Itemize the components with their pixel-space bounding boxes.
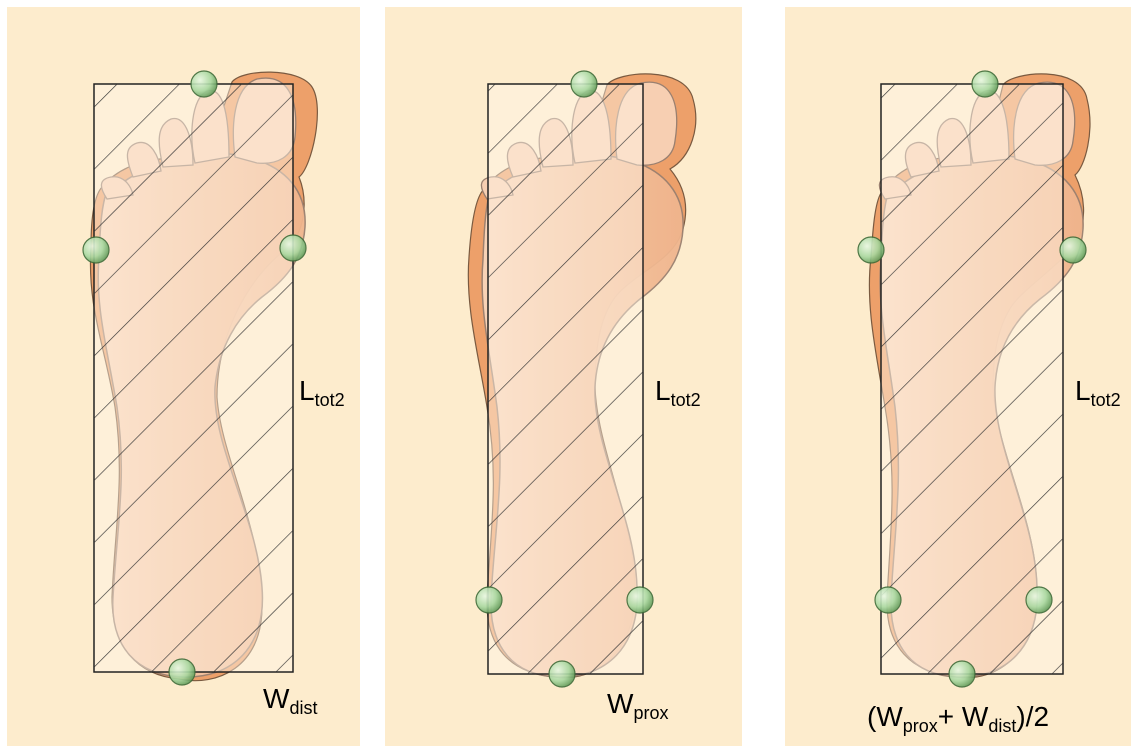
length-label: Ltot2 — [299, 377, 345, 405]
panel-proximal-width: Ltot2 Wprox — [385, 7, 742, 746]
landmark-toe-tip — [191, 71, 217, 97]
landmark-heel — [169, 659, 195, 685]
width-label: Wprox — [607, 690, 668, 718]
length-label: Ltot2 — [655, 377, 701, 405]
landmark-heel — [949, 661, 975, 687]
hatch-pattern — [94, 84, 293, 672]
landmark-medial-heel — [476, 587, 502, 613]
landmark-lateral-met — [1060, 237, 1086, 263]
landmark-lateral-heel — [627, 587, 653, 613]
landmark-lateral-met — [280, 235, 306, 261]
landmark-medial-met — [83, 237, 109, 263]
landmark-medial-met — [858, 237, 884, 263]
landmark-lateral-heel — [1026, 587, 1052, 613]
hatch-pattern — [881, 84, 1063, 674]
width-label: (Wprox+ Wdist)/2 — [867, 703, 1049, 731]
panel-average-width: Ltot2 (Wprox+ Wdist)/2 — [785, 7, 1131, 746]
panel-distal-width: Ltot2 Wdist — [7, 7, 360, 746]
width-label: Wdist — [263, 685, 317, 713]
landmark-medial-heel — [875, 587, 901, 613]
landmark-heel — [549, 661, 575, 687]
landmark-toe-tip — [571, 71, 597, 97]
hatch-pattern — [488, 84, 643, 674]
length-label: Ltot2 — [1075, 377, 1121, 405]
landmark-toe-tip — [972, 71, 998, 97]
